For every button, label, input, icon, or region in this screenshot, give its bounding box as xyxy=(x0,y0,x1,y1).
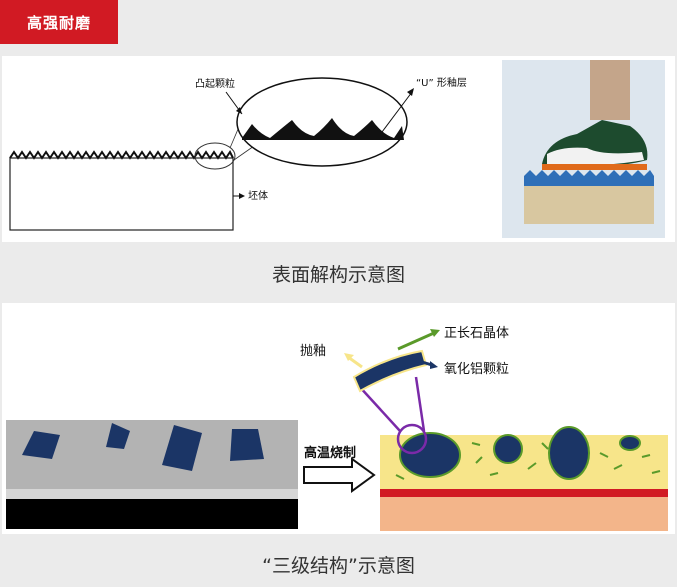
corundum-arrow xyxy=(397,331,435,351)
magnified-u-glaze xyxy=(242,118,404,140)
fired-particle-3 xyxy=(548,426,590,480)
zoom-circle xyxy=(396,423,428,455)
label-alumina: 氧化铝颗粒 xyxy=(444,362,509,377)
fired-red-layer xyxy=(380,489,668,497)
surface-caption: 表面解构示意图 xyxy=(271,264,405,286)
fired-particle-2 xyxy=(493,434,523,464)
zoom-glaze-strip xyxy=(352,349,428,393)
glaze-arrow xyxy=(381,91,413,133)
leg xyxy=(590,60,630,120)
label-polish-glaze: 抛釉 xyxy=(300,344,326,359)
alumina-arrow xyxy=(411,357,433,367)
label-firing: 高温烧制 xyxy=(304,445,356,461)
structure-diagram-panel: 高温烧制 抛釉 正长石晶体 xyxy=(2,303,675,534)
glaze-arrowhead xyxy=(407,88,414,96)
shoe-illustration xyxy=(502,60,665,238)
zoom-line-right xyxy=(414,376,426,432)
pre-fire-body-layer xyxy=(6,499,298,529)
structure-diagram: 高温烧制 抛釉 正长石晶体 xyxy=(6,326,668,531)
structure-caption: “三级结构”示意图 xyxy=(262,555,415,577)
bump-arrowhead xyxy=(236,107,242,114)
corundum-arrowhead xyxy=(430,329,440,337)
shoe-sole-orange xyxy=(542,164,647,170)
label-bump-particles: 凸起颗粒 xyxy=(195,77,235,90)
particle-4 xyxy=(230,429,264,461)
surface-diagram-panel: 凸起颗粒 “U” 形釉层 坯体 xyxy=(2,56,675,242)
fired-body-layer xyxy=(380,497,668,531)
surface-diagram: 凸起颗粒 “U” 形釉层 坯体 xyxy=(9,60,665,238)
magnify-line-bottom xyxy=(233,145,255,161)
particle-1 xyxy=(22,431,60,459)
particle-3 xyxy=(162,425,202,471)
pre-fire-middle-layer xyxy=(6,489,298,499)
alumina-arrowhead xyxy=(430,361,438,369)
header-badge: 高强耐磨 xyxy=(0,0,118,44)
tile-block xyxy=(524,184,654,224)
particle-2 xyxy=(106,423,130,449)
magnify-source-circle xyxy=(194,142,236,170)
firing-arrow xyxy=(303,457,376,493)
water-surface xyxy=(524,170,654,186)
label-body: 坯体 xyxy=(248,190,268,202)
polish-arrow xyxy=(347,355,363,369)
fired-particle-4 xyxy=(619,435,641,451)
fired-particle-1 xyxy=(399,432,461,478)
crystal-dashes xyxy=(395,442,661,480)
shoe-sole-white xyxy=(547,147,644,166)
body-arrowhead xyxy=(239,193,245,199)
tile-body xyxy=(9,157,234,231)
magnified-ellipse xyxy=(236,77,408,167)
polish-arrowhead xyxy=(344,353,354,361)
label-corundum: 正长石晶体 xyxy=(444,326,509,341)
serrated-surface xyxy=(9,150,234,160)
label-u-glaze: “U” 形釉层 xyxy=(416,76,467,89)
zoom-line-left xyxy=(357,384,401,432)
